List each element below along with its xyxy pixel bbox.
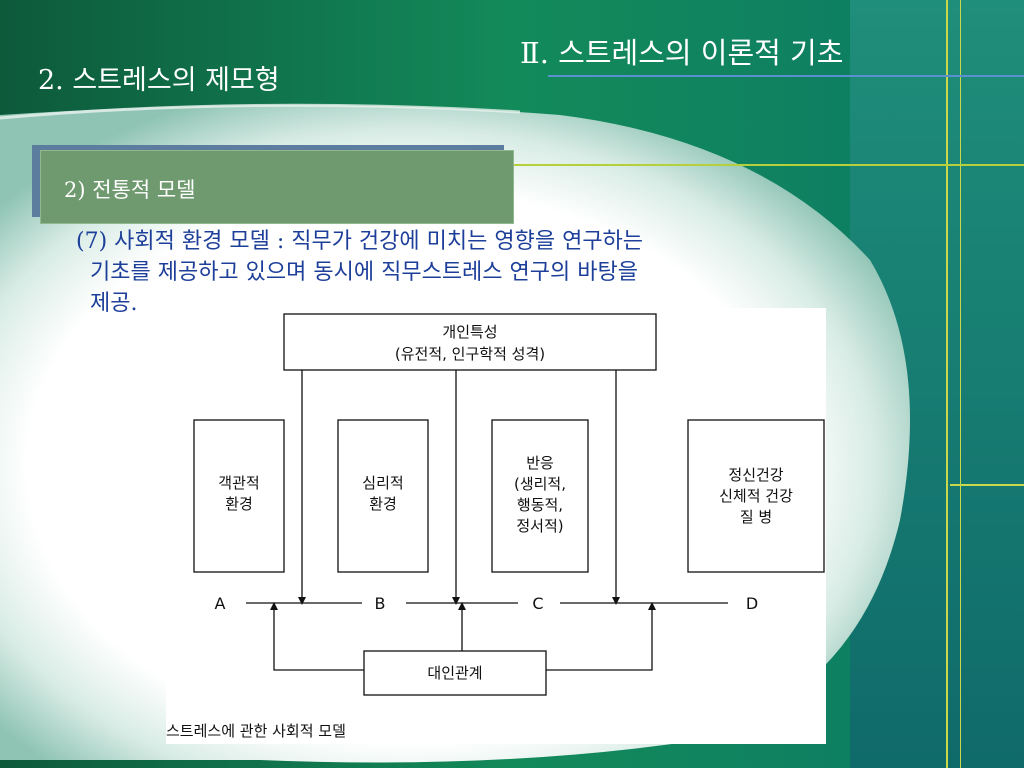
bottom-box-label: 대인관계 — [427, 664, 482, 682]
body-line-1: (7) 사회적 환경 모델 : 직무가 건강에 미치는 영향을 연구하는 — [76, 229, 644, 254]
node-c: C — [532, 594, 543, 613]
box-4-line-1: 정신건강 — [728, 466, 783, 484]
box-3-line-4: 정서적) — [516, 517, 563, 535]
top-box-line-2: (유전적, 인구학적 성격) — [395, 345, 545, 363]
box-3-line-1: 반응 — [526, 454, 554, 472]
arrow-bottom-to-ab — [270, 602, 364, 671]
box-health — [687, 419, 825, 573]
figure-caption: 스트레스에 관한 사회적 모델 — [166, 722, 346, 740]
box-3-line-2: (생리적, — [514, 475, 566, 493]
top-box-line-1: 개인특성 — [442, 323, 497, 341]
body-line-2: 기초를 제공하고 있으며 동시에 직무스트레스 연구의 바탕을 — [90, 260, 638, 285]
box-3-line-3: 행동적, — [517, 496, 563, 514]
diagram-figure: 개인특성 (유전적, 인구학적 성격) 객관적 환경 심리적 환경 반응 (생리… — [166, 308, 826, 744]
arrow-bottom-to-cd — [546, 602, 656, 671]
section-box — [40, 150, 514, 224]
accent-line — [512, 164, 1024, 166]
box-4-line-3: 질 병 — [740, 508, 772, 526]
top-box — [283, 313, 657, 371]
section-label: 2) 전통적 모델 — [64, 178, 196, 202]
box-1-line-2: 환경 — [225, 495, 253, 513]
box-2-line-1: 심리적 — [362, 474, 403, 492]
box-2-line-2: 환경 — [369, 495, 397, 513]
body-text: (7) 사회적 환경 모델 : 직무가 건강에 미치는 영향을 연구하는 기초를… — [76, 226, 866, 319]
box-objective-environment — [193, 419, 285, 573]
social-model-diagram: 개인특성 (유전적, 인구학적 성격) 객관적 환경 심리적 환경 반응 (생리… — [166, 313, 825, 740]
body-line-3: 제공. — [90, 291, 138, 316]
box-1-line-1: 객관적 — [218, 474, 259, 492]
slide-title: Ⅱ. 스트레스의 이론적 기초 — [520, 36, 844, 70]
node-b: B — [375, 594, 386, 613]
node-a: A — [215, 594, 226, 613]
box-4-line-2: 신체적 건강 — [719, 487, 793, 505]
box-response — [491, 419, 589, 573]
bottom-box — [363, 650, 547, 696]
slide-subtitle: 2. 스트레스의 제모형 — [38, 65, 280, 96]
title-underline — [548, 75, 1024, 77]
box-psychological-environment — [337, 419, 429, 573]
node-d: D — [746, 594, 758, 613]
